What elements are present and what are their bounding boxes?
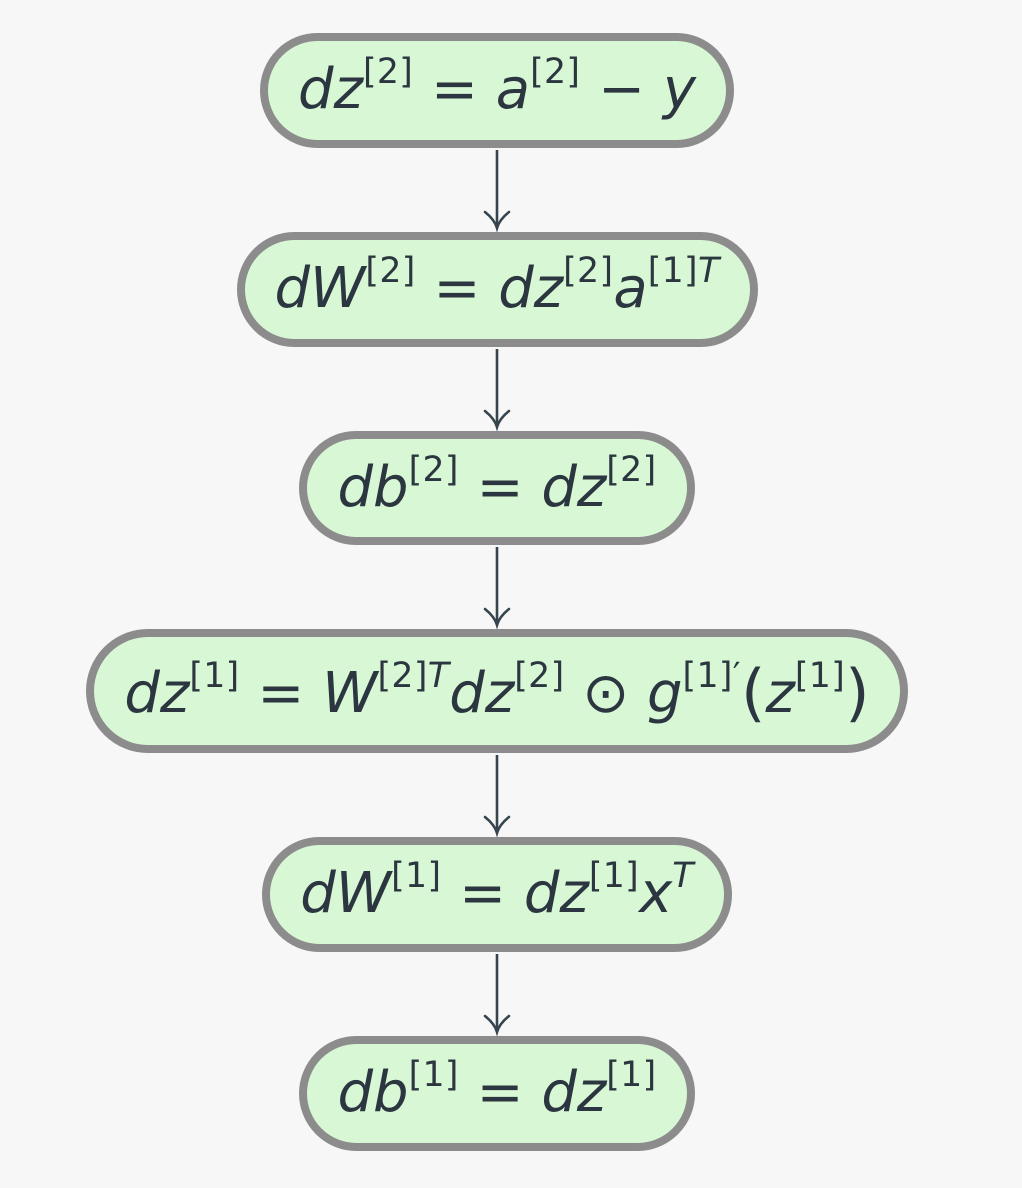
math-segment: [2] [377,656,428,697]
math-segment: [1] [606,1054,657,1095]
arrow-down-icon [483,149,511,232]
math-segment: [2] [408,449,459,490]
math-segment: = [239,661,323,727]
math-segment: a [613,255,648,321]
math-segment: [2] [514,656,565,697]
math-segment: [2] [606,449,657,490]
arrow-down-icon [483,547,511,630]
math-segment: [1] [794,656,846,697]
math-segment: db [337,454,409,520]
math-segment: [1] [391,855,442,896]
math-segment: [1] [588,855,640,896]
flow-column: dz[2] = a[2] − y dW[2] = dz[2]a[1]T db[2… [0,33,1008,1151]
math-segment: dz [498,255,564,321]
math-segment: = [415,255,499,321]
math-segment: T [672,855,694,896]
math-segment: ( [741,656,766,730]
math-segment: [2] [530,52,581,93]
flow-node-db2: db[2] = dz[2] [299,430,695,546]
math-segment: dz [541,454,607,520]
math-segment: g [647,661,683,727]
math-segment: dz [541,1059,607,1125]
math-segment: [1] [189,656,240,697]
math-segment: [1] [408,1054,459,1095]
math-segment: [1]′ [682,656,741,697]
flow-node-dz2: dz[2] = a[2] − y [260,33,734,148]
math-segment: dz [124,661,190,727]
math-segment: dz [449,661,515,727]
math-segment: T [427,656,450,697]
flow-node-dW2: dW[2] = dz[2]a[1]T [236,231,758,347]
math-segment: = [458,1059,542,1125]
math-segment: dW [274,255,366,321]
math-segment: z [765,661,795,727]
math-segment: − [580,57,663,122]
flow-node-db1: db[1] = dz[1] [299,1035,695,1151]
math-segment: a [495,57,531,122]
math-segment: ⊙ [564,661,647,727]
math-segment: [2] [362,52,414,93]
math-segment: T [697,250,720,291]
math-segment: [2] [563,250,614,291]
arrow-down-icon [483,953,511,1036]
math-segment: dW [300,860,392,926]
math-segment: [2] [365,250,416,291]
math-segment: dz [523,860,589,926]
math-segment: y [662,57,696,122]
math-segment: ) [845,656,870,730]
math-segment: x [639,860,673,926]
math-segment: [1] [647,250,698,291]
math-segment: db [337,1059,409,1125]
math-segment: = [458,454,542,520]
math-segment: = [413,57,496,122]
math-segment: W [322,661,378,727]
math-segment: dz [298,57,363,122]
arrow-down-icon [483,754,511,837]
arrow-down-icon [483,348,511,431]
math-segment: = [441,860,524,926]
